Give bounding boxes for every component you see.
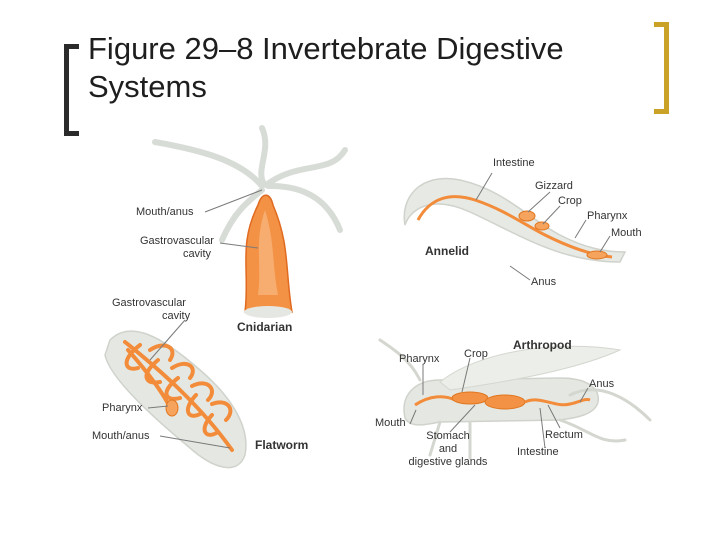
cnidarian-illustration [152, 125, 348, 318]
left-bracket-decoration [64, 44, 79, 136]
flatworm-mouth-label: Mouth/anus [92, 430, 150, 442]
leader-lines [147, 172, 611, 449]
arthropod-intestine-label: Intestine [517, 446, 559, 458]
flatworm-illustration [104, 330, 247, 469]
flatworm-name: Flatworm [255, 438, 309, 452]
arthropod-mouth-label: Mouth [375, 417, 406, 429]
annelid-pharynx-label: Pharynx [587, 210, 628, 222]
flatworm-pharynx-label: Pharynx [102, 402, 143, 414]
annelid-mouth-label: Mouth [611, 227, 642, 239]
annelid-crop-label: Crop [558, 195, 582, 207]
cnidarian-name: Cnidarian [237, 320, 293, 334]
arthropod-name: Arthropod [513, 338, 572, 352]
arthropod-rectum-label: Rectum [545, 429, 583, 441]
slide-title-line-2: Systems [88, 69, 207, 104]
slide-title-line-1: Figure 29–8 Invertebrate Digestive [88, 31, 564, 66]
right-bracket-decoration [654, 22, 669, 114]
flatworm-cavity-label: Gastrovascular cavity [112, 297, 202, 323]
cnidarian-cavity-label-line-2: cavity [182, 248, 212, 260]
arthropod-stomach-label-line-3: digestive glands [408, 456, 488, 468]
arthropod-illustration [378, 338, 652, 460]
arthropod-stomach-label-line-1: Stomach [426, 430, 470, 442]
arthropod-stomach-label: Stomach and digestive glands [398, 430, 498, 469]
annelid-gizzard-label: Gizzard [535, 180, 573, 192]
arthropod-anus-label: Anus [589, 378, 615, 390]
flatworm-cavity-label-line-2: cavity [162, 310, 191, 322]
cnidarian-mouth-label: Mouth/anus [136, 206, 194, 218]
annelid-intestine-label: Intestine [493, 157, 535, 169]
cnidarian-cavity-label-line-1: Gastrovascular [140, 235, 214, 247]
arthropod-pharynx-label: Pharynx [399, 353, 440, 365]
flatworm-cavity-label-line-1: Gastrovascular [112, 297, 186, 309]
annelid-name: Annelid [425, 244, 469, 258]
annelid-anus-label: Anus [531, 276, 557, 288]
annelid-illustration [403, 177, 627, 263]
arthropod-stomach-label-line-2: and [438, 443, 458, 455]
cnidarian-cavity-label: Gastrovascular cavity [132, 235, 222, 261]
arthropod-crop-label: Crop [464, 348, 488, 360]
slide-title: Figure 29–8 Invertebrate Digestive Syste… [88, 30, 648, 106]
